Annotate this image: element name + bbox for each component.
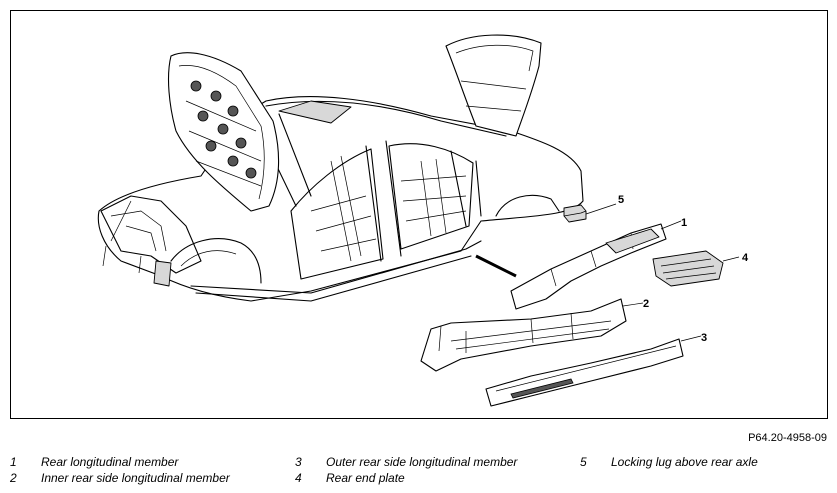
open-trunk-lid <box>445 34 542 137</box>
car-body-shell <box>97 96 584 302</box>
callout-4: 4 <box>742 252 749 264</box>
callout-3: 3 <box>701 332 707 344</box>
legend-label: Rear end plate <box>326 471 405 485</box>
part-rear-end-plate: 4 <box>652 250 749 287</box>
callout-5: 5 <box>618 194 624 206</box>
legend: 1 Rear longitudinal member 2 Inner rear si… <box>10 455 830 491</box>
legend-number: 4 <box>295 471 302 485</box>
part-outer-rear-side-longitudinal-member: 3 <box>485 332 707 407</box>
body-shell-diagram: 5 1 4 2 <box>97 34 749 407</box>
legend-number: 3 <box>295 455 302 469</box>
legend-number: 1 <box>10 455 17 469</box>
open-hood <box>167 52 280 212</box>
legend-label: Locking lug above rear axle <box>611 455 758 469</box>
legend-label: Inner rear side longitudinal member <box>41 471 230 485</box>
part-locking-lug: 5 <box>563 194 624 223</box>
callout-1: 1 <box>681 217 687 229</box>
legend-item-4: 4 Rear end plate <box>295 471 405 485</box>
legend-number: 5 <box>580 455 587 469</box>
part-rear-longitudinal-member: 1 <box>510 217 687 310</box>
legend-item-1: 1 Rear longitudinal member <box>10 455 178 469</box>
legend-label: Rear longitudinal member <box>41 455 179 469</box>
callout-2: 2 <box>643 298 649 310</box>
legend-number: 2 <box>10 471 17 485</box>
legend-label: Outer rear side longitudinal member <box>326 455 518 469</box>
part-inner-rear-side-longitudinal-member: 2 <box>420 298 649 372</box>
legend-item-5: 5 Locking lug above rear axle <box>580 455 758 469</box>
legend-item-3: 3 Outer rear side longitudinal member <box>295 455 517 469</box>
legend-item-2: 2 Inner rear side longitudinal member <box>10 471 230 485</box>
figure-reference: P64.20-4958-09 <box>748 432 827 444</box>
leader-line <box>475 254 517 278</box>
figure-frame: 5 1 4 2 <box>10 10 828 419</box>
